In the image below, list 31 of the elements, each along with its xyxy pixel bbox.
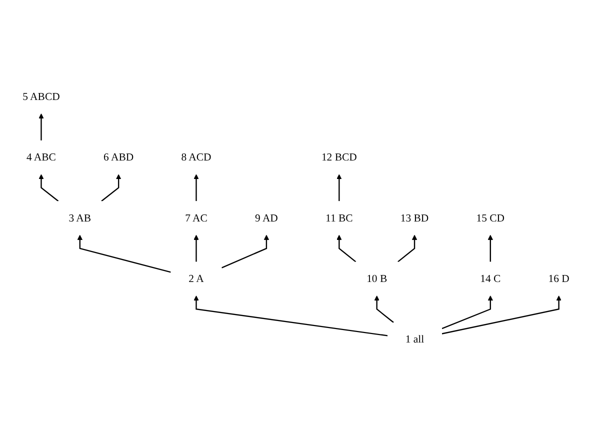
arrow: [194, 234, 199, 262]
node-text: 1 all: [405, 333, 424, 346]
node-text: 11 BC: [326, 212, 353, 224]
arrow: [101, 174, 122, 202]
node-text: 3 AB: [68, 212, 92, 224]
arrow: [374, 295, 394, 323]
arrow: [488, 234, 493, 262]
arrow: [398, 234, 418, 262]
arrow: [221, 234, 270, 268]
node-text: 9 AD: [254, 212, 278, 224]
arrow: [38, 113, 44, 140]
arrow: [336, 234, 356, 262]
node-text: 10 B: [366, 272, 388, 284]
arrow: [77, 234, 171, 273]
node-text: 6 ABD: [104, 151, 134, 163]
arrow: [336, 174, 342, 202]
node-text: 14 C: [480, 272, 501, 284]
arrow: [194, 174, 199, 202]
node-text: 13 BD: [400, 212, 429, 224]
node-text: 8 ACD: [181, 151, 212, 163]
node-text: 4 ABC: [26, 151, 56, 163]
node-text: 7 AC: [185, 212, 208, 224]
node-text: 5 ABCD: [22, 90, 60, 102]
arrow: [442, 295, 493, 329]
arrow: [442, 295, 562, 334]
node-text: 15 CD: [476, 212, 505, 224]
arrow: [38, 174, 59, 202]
node-text: 12 BCD: [321, 151, 357, 163]
node-text: 2 A: [188, 272, 204, 284]
node-text: 16 D: [548, 272, 570, 284]
arrow: [194, 295, 388, 336]
